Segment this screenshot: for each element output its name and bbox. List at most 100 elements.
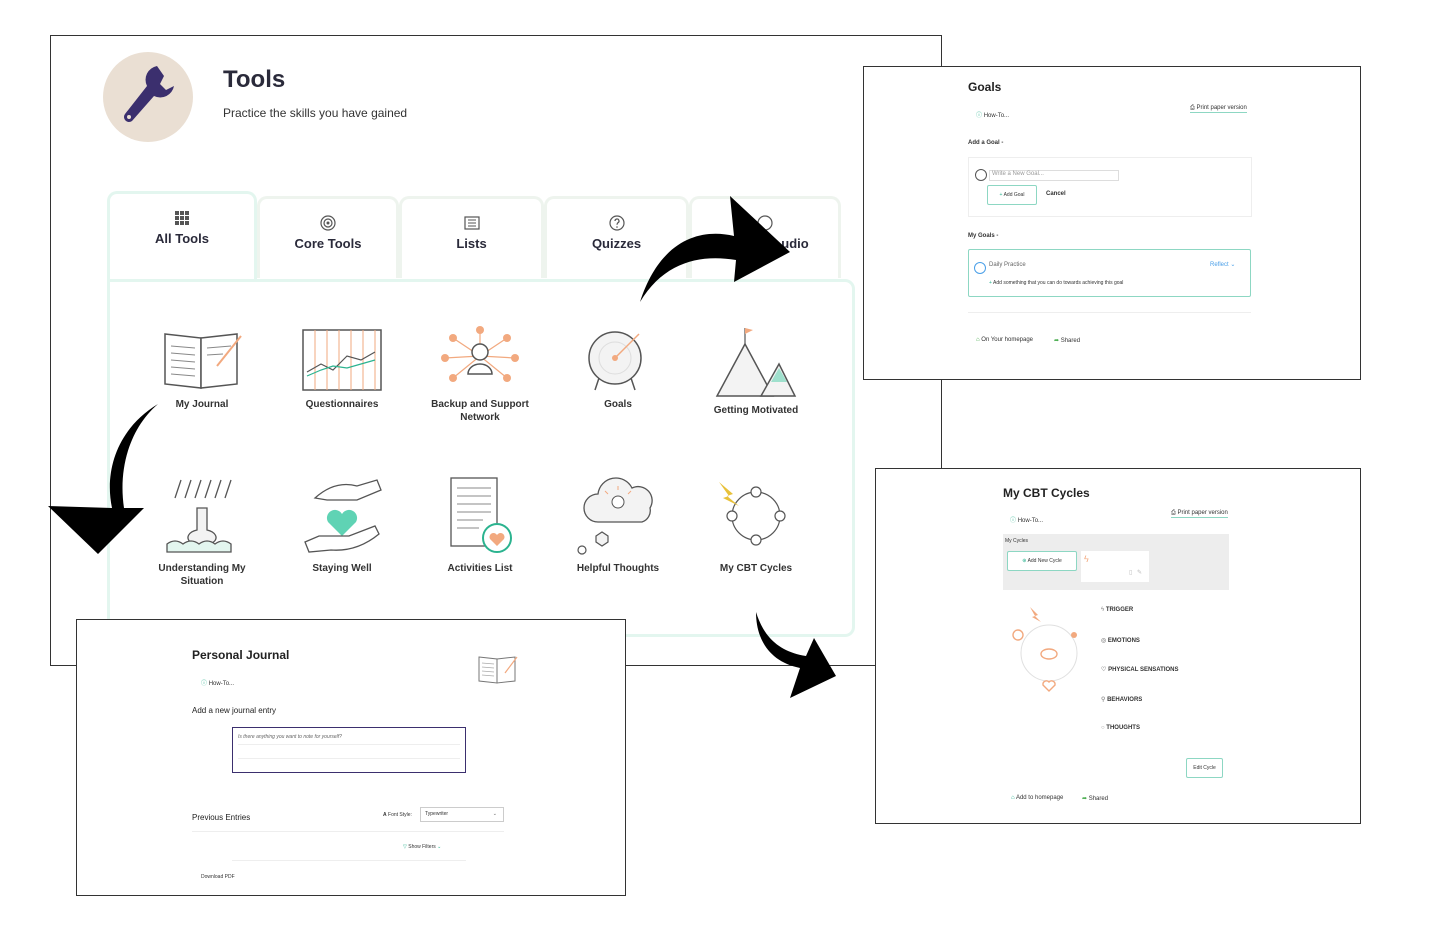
my-cycles-label: My Cycles xyxy=(1005,538,1029,544)
tool-goals[interactable]: Goals xyxy=(553,326,683,411)
cycle-card[interactable]: ϟ ▯ ✎ xyxy=(1081,551,1149,582)
homepage-label: On Your homepage xyxy=(981,337,1034,343)
tab-all-tools[interactable]: All Tools xyxy=(107,191,257,281)
tab-audio[interactable]: udio xyxy=(689,196,841,278)
entry-placeholder: Is there anything you want to note for y… xyxy=(238,734,342,740)
cbt-howto-link[interactable]: ⓘ How-To... xyxy=(1010,515,1043,524)
filter-icon: ▽ xyxy=(403,844,407,850)
journal-icon xyxy=(164,333,242,389)
tool-understanding-situation[interactable]: Understanding My Situation xyxy=(137,474,267,588)
goal-check[interactable] xyxy=(974,262,986,274)
goals-title: Goals xyxy=(968,80,1002,94)
running-icon: ⚲ xyxy=(1101,697,1106,703)
mountain-icon xyxy=(715,328,797,397)
info-icon: ⓘ xyxy=(1010,518,1017,524)
add-goal-label: Add Goal xyxy=(1003,192,1025,198)
tool-getting-motivated[interactable]: Getting Motivated xyxy=(691,326,821,417)
add-step-label: Add something that you can do towards ac… xyxy=(993,280,1124,286)
cycle-icon xyxy=(719,482,786,546)
add-entry-label: Add a new journal entry xyxy=(192,706,277,715)
thought-icon xyxy=(1012,629,1024,641)
tab-label: Lists xyxy=(456,236,487,251)
goals-howto-link[interactable]: ⓘ How-To... xyxy=(976,110,1009,119)
new-goal-input[interactable]: Write a New Goal... xyxy=(989,170,1119,181)
print-label: Print paper version xyxy=(1177,510,1228,516)
home-icon: ⌂ xyxy=(976,337,980,343)
reflect-dropdown[interactable]: Reflect ⌄ xyxy=(1210,262,1236,268)
tool-label: Understanding My Situation xyxy=(158,563,246,587)
legend-label: THOUGHTS xyxy=(1106,725,1140,731)
trigger-icon xyxy=(1030,607,1041,622)
tab-core-tools[interactable]: Core Tools xyxy=(257,196,399,278)
download-pdf-link[interactable]: Download PDF xyxy=(201,874,235,880)
howto-label: How-To... xyxy=(983,113,1010,119)
journal-howto-link[interactable]: ⓘ How-To... xyxy=(201,678,234,687)
edit-cycle-button[interactable]: Edit Cycle xyxy=(1186,758,1223,778)
tool-label: Questionnaires xyxy=(305,399,379,410)
page-subtitle: Practice the skills you have gained xyxy=(223,106,408,120)
tool-activities-list[interactable]: Activities List xyxy=(415,476,545,575)
grid-icon xyxy=(175,211,189,225)
journal-panel: Personal Journal ⓘ How-To... Add a new j… xyxy=(76,619,626,896)
thought-icon: ○ xyxy=(1101,725,1105,731)
heart-icon: ♡ xyxy=(1101,667,1107,673)
cbt-print-link[interactable]: ⎙ Print paper version xyxy=(1171,510,1228,518)
entry-line xyxy=(238,758,460,759)
tool-label: Goals xyxy=(604,399,632,410)
font-style-select[interactable]: Typewriter ⌄ xyxy=(420,807,504,822)
legend-item: ϟ TRIGGER xyxy=(1101,607,1133,613)
legend-label: EMOTIONS xyxy=(1107,638,1140,644)
show-filters-toggle[interactable]: ▽ Show Filters ⌄ xyxy=(403,844,441,850)
add-goal-box: Write a New Goal... + Add Goal Cancel xyxy=(968,157,1252,217)
tool-my-cbt-cycles[interactable]: My CBT Cycles xyxy=(691,476,821,575)
add-new-label: Add New Cycle xyxy=(1027,558,1062,564)
edit-icon[interactable]: ✎ xyxy=(1137,570,1143,576)
tool-staying-well[interactable]: Staying Well xyxy=(277,476,407,575)
chart-icon xyxy=(302,329,382,391)
print-label: Print paper version xyxy=(1196,105,1247,111)
legend-label: TRIGGER xyxy=(1105,607,1134,613)
howto-label: How-To... xyxy=(1017,518,1044,524)
tab-label: Core Tools xyxy=(294,236,362,251)
emotion-icon: ◎ xyxy=(1101,638,1107,644)
tool-label: Staying Well xyxy=(312,563,372,574)
cbt-title: My CBT Cycles xyxy=(1003,486,1090,500)
question-icon xyxy=(608,215,625,231)
divider xyxy=(968,312,1251,313)
printer-icon: ⎙ xyxy=(1190,105,1195,111)
tool-backup-support[interactable]: Backup and Support Network xyxy=(415,326,545,424)
heart-hands-icon xyxy=(304,479,382,553)
network-icon xyxy=(441,326,519,382)
add-goal-heading: Add a Goal - xyxy=(968,140,1004,146)
legend-item: ⚲ BEHAVIORS xyxy=(1101,696,1142,703)
goal-name: Daily Practice xyxy=(989,262,1026,268)
tab-lists[interactable]: Lists xyxy=(399,196,544,278)
homepage-toggle[interactable]: ⌂ On Your homepage xyxy=(976,337,1033,343)
add-step-link[interactable]: + Add something that you can do towards … xyxy=(989,280,1124,286)
tool-my-journal[interactable]: My Journal xyxy=(137,326,267,411)
cbt-shared-toggle[interactable]: ➦ Shared xyxy=(1082,795,1108,802)
add-goal-button[interactable]: + Add Goal xyxy=(987,185,1037,205)
cancel-link[interactable]: Cancel xyxy=(1046,191,1066,197)
delete-icon[interactable]: ▯ xyxy=(1129,570,1133,576)
tool-questionnaires[interactable]: Questionnaires xyxy=(277,326,407,411)
add-new-cycle-button[interactable]: ⊕ Add New Cycle xyxy=(1007,551,1077,571)
share-icon: ➦ xyxy=(1054,338,1060,344)
tool-label: Activities List xyxy=(447,563,513,574)
emotion-icon xyxy=(1040,648,1058,660)
goals-print-link[interactable]: ⎙ Print paper version xyxy=(1190,105,1247,113)
cbt-homepage-toggle[interactable]: ⌂ Add to homepage xyxy=(1011,795,1063,801)
tab-label: Quizzes xyxy=(591,236,642,251)
journal-title: Personal Journal xyxy=(192,648,290,662)
journal-entry-input[interactable]: Is there anything you want to note for y… xyxy=(232,727,466,773)
tool-helpful-thoughts[interactable]: Helpful Thoughts xyxy=(553,468,683,575)
shared-toggle[interactable]: ➦ Shared xyxy=(1054,337,1080,344)
heart-icon xyxy=(1042,680,1056,692)
goal-radio[interactable] xyxy=(975,169,987,181)
tab-quizzes[interactable]: Quizzes xyxy=(544,196,689,278)
list-icon xyxy=(463,216,480,230)
show-filters-label: Show Filters xyxy=(408,844,436,850)
lightning-icon: ϟ xyxy=(1084,554,1089,564)
homepage-label: Add to homepage xyxy=(1015,795,1064,801)
my-cycles-box: My Cycles ⊕ Add New Cycle ϟ ▯ ✎ xyxy=(1003,534,1229,590)
